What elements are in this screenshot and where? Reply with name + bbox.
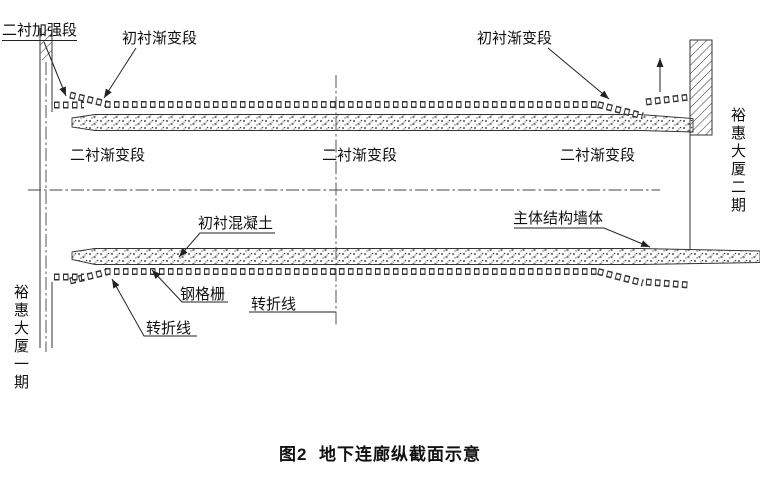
label-turning-line-upper: 转折线 xyxy=(251,296,297,313)
label-steel-grating: 钢格栅 xyxy=(180,286,226,303)
label-initial-lining-transition-right: 初衬渐变段 xyxy=(477,30,553,47)
leader-initial-concrete xyxy=(178,232,275,258)
leader-turning-line-lower xyxy=(111,278,197,337)
steel-grating-rows xyxy=(54,91,691,289)
lining-concrete-bands xyxy=(71,114,760,265)
phase1-building-edge xyxy=(39,28,53,348)
label-secondary-lining-transition-right: 二衬渐变段 xyxy=(560,147,636,164)
label-initial-lining-concrete: 初衬混凝土 xyxy=(198,215,274,232)
top-concrete-band xyxy=(71,114,694,133)
leader-main-wall xyxy=(514,227,651,248)
label-turning-line-lower: 转折线 xyxy=(146,320,192,337)
leader-initial-transition-left xyxy=(103,47,137,99)
phase2-building-wall xyxy=(689,39,713,249)
label-secondary-lining-transition-middle: 二衬渐变段 xyxy=(322,147,398,164)
label-secondary-lining-reinforced-segment: 二衬加强段 xyxy=(2,22,78,42)
label-main-structure-wall: 主体结构墙体 xyxy=(513,210,604,227)
leader-initial-transition-right xyxy=(547,47,610,100)
leader-lines xyxy=(43,41,651,337)
label-initial-lining-transition-left: 初衬渐变段 xyxy=(122,30,198,47)
label-building-phase-two: 裕惠大厦二期 xyxy=(729,107,746,215)
leader-steel-grating xyxy=(151,269,228,303)
label-secondary-lining-transition-left: 二衬渐变段 xyxy=(70,147,146,164)
center-and-turning-lines xyxy=(28,58,664,352)
bottom-concrete-band xyxy=(71,248,760,265)
leader-reinforce-segment xyxy=(43,41,67,97)
label-building-phase-one: 裕惠大厦一期 xyxy=(12,284,29,392)
figure-caption: 图2 地下连廊纵截面示意 xyxy=(279,445,481,464)
